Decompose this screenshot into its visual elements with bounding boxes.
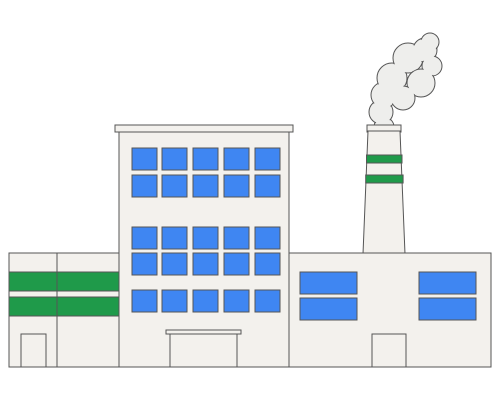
left-wing-stripe-2 [8,296,120,317]
tower-window [131,226,158,250]
tower-window [254,252,281,276]
smoke-fill [392,87,414,109]
tower-window [131,174,158,198]
left-wing-door [20,333,47,368]
right-wing [287,252,492,368]
smoke-fill [378,64,406,92]
tower-roof-ledge [114,124,294,133]
central-tower [114,124,294,368]
tower-window [192,252,219,276]
chimney-stack [362,130,406,255]
tower-window [254,147,281,171]
tower-window [223,252,250,276]
left-wing-stripe-1 [8,271,120,292]
tower-window [161,226,188,250]
chimney-stripe-2 [365,174,404,184]
tower-window [131,252,158,276]
tower-window [254,226,281,250]
tower-windows [131,147,281,313]
tower-window [161,174,188,198]
chimney-stripe-1 [366,154,403,164]
tower-window [192,174,219,198]
tower-door [169,333,238,368]
right-wing-window-2 [299,297,358,321]
tower-window [254,289,281,313]
tower-window [223,174,250,198]
tower-door-canopy [165,329,242,335]
tower-window [161,289,188,313]
right-wing-window-4 [418,297,477,321]
smoke-fill [408,70,434,96]
chimney [362,124,406,255]
tower-window [161,147,188,171]
tower-window [223,289,250,313]
tower-window [223,147,250,171]
tower-window [131,289,158,313]
tower-window [223,226,250,250]
left-wing [8,252,120,368]
tower-window [161,252,188,276]
tower-window [192,147,219,171]
right-wing-window-3 [418,271,477,295]
tower-window [254,174,281,198]
smoke-cloud [368,32,443,138]
tower-window [131,147,158,171]
right-wing-door [371,333,407,368]
tower-window [192,226,219,250]
tower-window [192,289,219,313]
smoke-fill [423,57,441,75]
smoke-fill [422,34,438,50]
right-wing-window-1 [299,271,358,295]
